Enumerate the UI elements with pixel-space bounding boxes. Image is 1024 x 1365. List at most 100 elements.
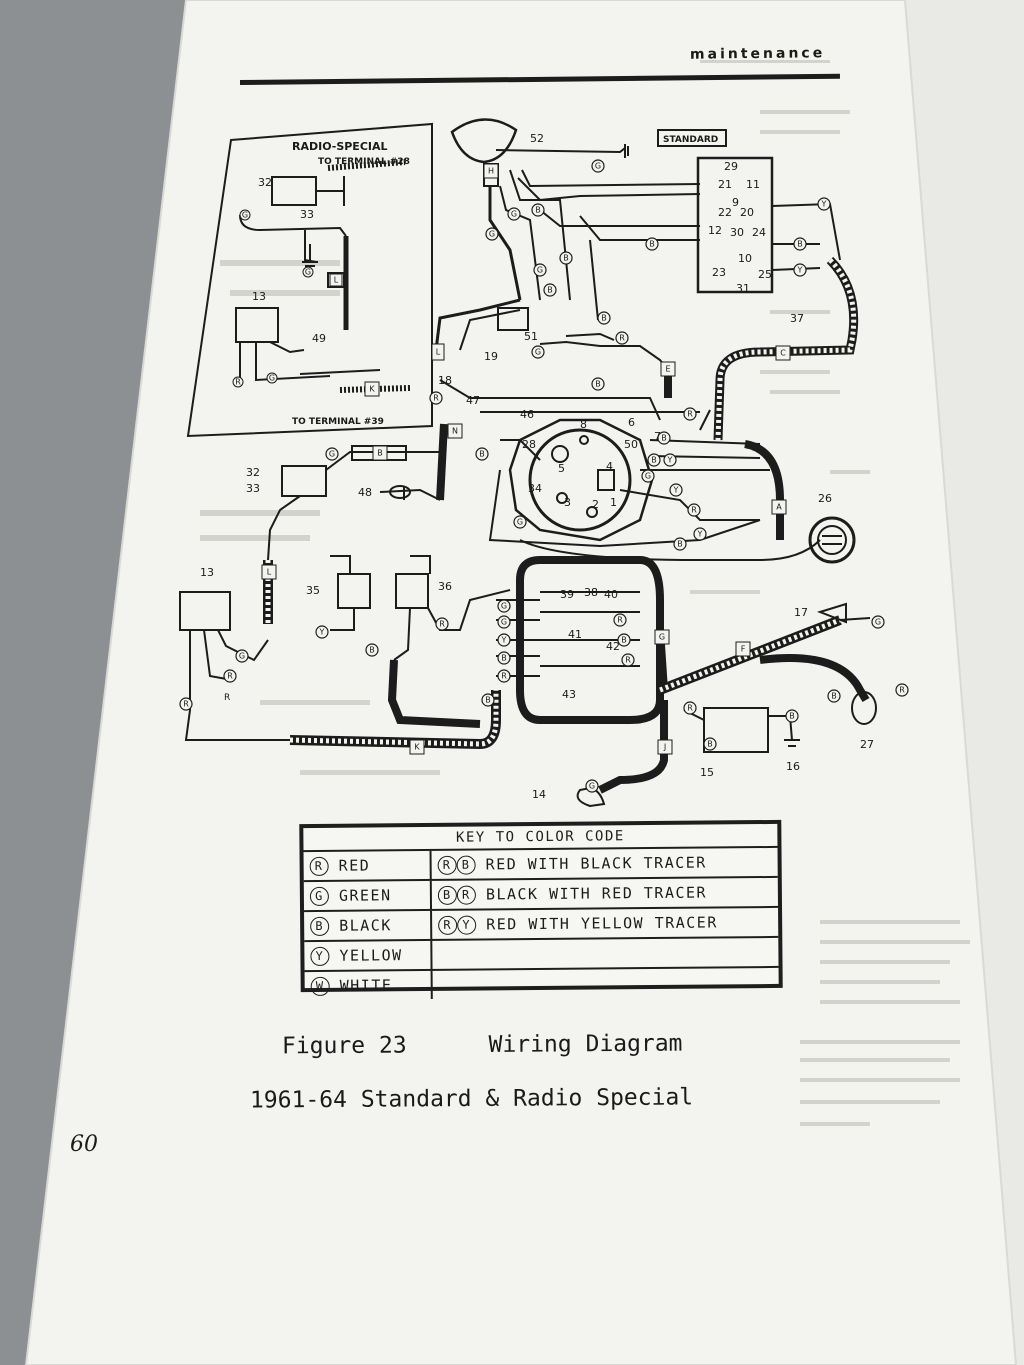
svg-text:36: 36 xyxy=(438,580,452,593)
svg-text:27: 27 xyxy=(860,738,874,751)
svg-text:17: 17 xyxy=(794,606,808,619)
svg-text:A: A xyxy=(776,503,782,512)
svg-text:B: B xyxy=(621,636,627,645)
svg-text:B: B xyxy=(377,449,383,458)
tracer-symbol: R xyxy=(456,885,476,905)
svg-text:G: G xyxy=(659,633,665,642)
color-name: YELLOW xyxy=(339,946,403,965)
svg-text:23: 23 xyxy=(712,266,726,279)
svg-text:11: 11 xyxy=(746,178,760,191)
svg-text:B: B xyxy=(677,540,683,549)
svg-text:49: 49 xyxy=(312,332,326,345)
svg-text:G: G xyxy=(242,211,248,220)
svg-text:Y: Y xyxy=(697,530,703,539)
svg-text:Y: Y xyxy=(667,456,673,465)
component-numbers: 52 29 21 11 9 22 20 12 30 24 10 23 25 31… xyxy=(200,132,874,801)
svg-text:K: K xyxy=(369,385,375,394)
svg-text:33: 33 xyxy=(246,482,260,495)
svg-text:B: B xyxy=(789,712,795,721)
svg-text:R: R xyxy=(899,686,905,695)
svg-text:25: 25 xyxy=(758,268,772,281)
svg-text:R: R xyxy=(224,693,230,703)
svg-text:51: 51 xyxy=(524,330,538,343)
radio-special-inset xyxy=(186,122,433,438)
svg-text:B: B xyxy=(797,240,803,249)
svg-text:B: B xyxy=(831,692,837,701)
svg-text:34: 34 xyxy=(528,482,542,495)
svg-text:B: B xyxy=(649,240,655,249)
svg-text:B: B xyxy=(661,434,667,443)
svg-text:32: 32 xyxy=(258,176,272,189)
svg-text:G: G xyxy=(645,472,651,481)
svg-text:G: G xyxy=(595,162,601,171)
svg-text:R: R xyxy=(687,410,693,419)
tracer-symbol: B xyxy=(437,885,457,905)
svg-text:52: 52 xyxy=(530,132,544,145)
color-symbol: G xyxy=(309,886,329,906)
svg-text:R: R xyxy=(501,672,507,681)
svg-text:G: G xyxy=(589,782,595,791)
svg-text:8: 8 xyxy=(580,418,587,431)
svg-text:7: 7 xyxy=(654,430,661,443)
svg-text:G: G xyxy=(305,268,311,277)
svg-text:28: 28 xyxy=(522,438,536,451)
svg-text:B: B xyxy=(369,646,375,655)
tracer-symbol: R xyxy=(437,855,457,875)
svg-text:32: 32 xyxy=(246,466,260,479)
svg-text:G: G xyxy=(537,266,543,275)
svg-text:29: 29 xyxy=(724,160,738,173)
color-symbol: R xyxy=(309,856,329,876)
color-symbol: W xyxy=(310,976,330,996)
svg-text:R: R xyxy=(619,334,625,343)
svg-text:41: 41 xyxy=(568,628,582,641)
svg-text:B: B xyxy=(535,206,541,215)
svg-text:E: E xyxy=(665,365,670,374)
svg-text:50: 50 xyxy=(624,438,638,451)
svg-text:G: G xyxy=(501,602,507,611)
svg-text:18: 18 xyxy=(438,374,452,387)
svg-text:15: 15 xyxy=(700,766,714,779)
tracer-desc: RED WITH BLACK TRACER xyxy=(485,853,707,874)
svg-text:N: N xyxy=(452,427,458,436)
svg-text:R: R xyxy=(691,506,697,515)
svg-text:B: B xyxy=(601,314,607,323)
svg-text:22: 22 xyxy=(718,206,732,219)
svg-text:B: B xyxy=(547,286,553,295)
svg-text:42: 42 xyxy=(606,640,620,653)
svg-text:1: 1 xyxy=(610,496,617,509)
svg-text:G: G xyxy=(501,618,507,627)
section-header: maintenance xyxy=(689,45,826,63)
svg-text:G: G xyxy=(489,230,495,239)
svg-text:40: 40 xyxy=(604,588,618,601)
svg-text:G: G xyxy=(535,348,541,357)
svg-text:4: 4 xyxy=(606,460,613,473)
svg-text:39: 39 xyxy=(560,588,574,601)
svg-text:F: F xyxy=(741,645,746,654)
svg-text:G: G xyxy=(329,450,335,459)
svg-text:B: B xyxy=(479,450,485,459)
svg-text:43: 43 xyxy=(562,688,576,701)
svg-text:31: 31 xyxy=(736,282,750,295)
svg-text:33: 33 xyxy=(300,208,314,221)
tracer-desc: BLACK WITH RED TRACER xyxy=(485,883,708,904)
svg-text:19: 19 xyxy=(484,350,498,363)
standard-label: STANDARD xyxy=(663,135,718,145)
svg-text:C: C xyxy=(780,349,786,358)
svg-text:24: 24 xyxy=(752,226,766,239)
svg-text:46: 46 xyxy=(520,408,534,421)
svg-text:R: R xyxy=(235,378,241,387)
svg-text:J: J xyxy=(663,743,666,752)
svg-text:Y: Y xyxy=(673,486,679,495)
figure-subtitle: 1961-64 Standard & Radio Special xyxy=(249,1084,694,1114)
svg-text:38: 38 xyxy=(584,586,598,599)
tracer-symbol: B xyxy=(456,855,476,875)
svg-text:20: 20 xyxy=(740,206,754,219)
svg-text:30: 30 xyxy=(730,226,744,239)
